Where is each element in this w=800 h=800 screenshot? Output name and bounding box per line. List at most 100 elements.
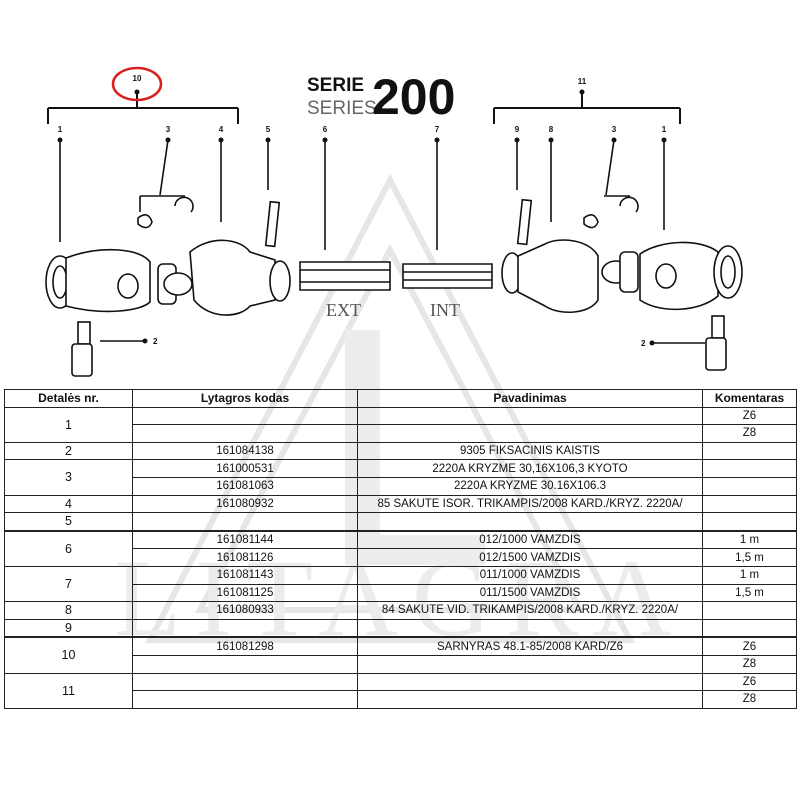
name-cell: 012/1500 VAMZDIS (357, 548, 703, 567)
callout-left-4: 4 (219, 125, 224, 134)
code-cell: 161084138 (132, 441, 358, 461)
code-cell: 161081125 (132, 583, 358, 603)
part-number-cell: 11 (4, 672, 133, 709)
code-cell (132, 512, 358, 532)
name-cell: 9305 FIKSACINIS KAISTIS (357, 441, 703, 461)
name-cell (357, 424, 703, 443)
part-number-cell: 3 (4, 459, 133, 496)
callout-right-2: 2 (641, 339, 646, 348)
inner-tube-drawing (402, 263, 493, 289)
code-cell (132, 690, 358, 709)
comment-cell (702, 476, 797, 496)
code-cell: 161080933 (132, 601, 358, 620)
highlight-circle (111, 66, 163, 102)
comment-cell: Z6 (702, 636, 797, 656)
table-header-row: Detalės nr. Lytagros kodas Pavadinimas K… (4, 389, 797, 408)
name-cell: 85 SAKUTE ISOR. TRIKAMPIS/2008 KARD./KRY… (357, 494, 703, 514)
code-cell (132, 424, 358, 443)
left-callouts (59, 139, 269, 342)
part-number-cell: 4 (4, 494, 133, 514)
comment-cell: Z8 (702, 690, 797, 709)
tube-ext-label: EXT (326, 300, 361, 320)
comment-cell: 1 m (702, 529, 797, 550)
right-assembly-bracket (493, 92, 681, 124)
callout-10: 10 (133, 74, 142, 83)
comment-cell (702, 512, 797, 532)
name-cell (357, 654, 703, 674)
name-cell: 2220A KRYZME 30.16X106.3 (357, 476, 703, 496)
table-row: Z8 (5, 424, 797, 443)
series-number: 200 (372, 69, 455, 125)
right-callouts (516, 139, 705, 344)
name-cell (357, 512, 703, 532)
comment-cell (702, 601, 797, 620)
name-cell: 011/1500 VAMZDIS (357, 583, 703, 603)
tube-int-label: INT (430, 300, 460, 320)
name-cell (357, 672, 703, 692)
center-callouts (324, 140, 438, 250)
callout-right-8: 8 (549, 125, 554, 134)
code-cell: 161000531 (132, 459, 358, 478)
name-cell: 011/1000 VAMZDIS (357, 565, 703, 585)
part-number-cell: 10 (4, 636, 133, 674)
part-number-cell: 1 (4, 406, 133, 443)
name-cell: 2220A KRYZME 30,16X106,3 KYOTO (357, 459, 703, 478)
name-cell (357, 690, 703, 709)
callout-right-9: 9 (515, 125, 520, 134)
name-cell (357, 618, 703, 638)
comment-cell: Z6 (702, 406, 797, 426)
callout-left-5: 5 (266, 125, 271, 134)
callout-left-3: 3 (166, 125, 171, 134)
table-row: 9 (4, 618, 797, 638)
callout-right-1: 1 (662, 125, 667, 134)
code-cell: 161081143 (132, 565, 358, 585)
code-cell: 161081126 (132, 548, 358, 567)
part-number-cell: 5 (4, 512, 133, 532)
comment-cell: 1,5 m (702, 548, 797, 567)
comment-cell: 1,5 m (702, 583, 797, 603)
series-label: SERIES (307, 98, 377, 119)
table-row: Z8 (5, 654, 797, 674)
left-yoke-assembly-drawing (45, 195, 291, 377)
parts-table: Detalės nr. Lytagros kodas Pavadinimas K… (4, 389, 797, 709)
callout-right-3: 3 (612, 125, 617, 134)
series-header: SERIE SERIES 200 (307, 69, 455, 125)
exploded-parts-diagram: SERIE SERIES 200 10 1 3 4 5 2 (45, 66, 743, 377)
comment-cell (702, 441, 797, 461)
name-cell (357, 406, 703, 426)
table-row: Z8 (5, 690, 797, 709)
part-number-cell: 8 (4, 601, 133, 620)
code-cell (132, 672, 358, 692)
outer-tube-drawing (299, 261, 391, 291)
callout-6: 6 (323, 125, 328, 134)
right-yoke-assembly-drawing (501, 195, 743, 371)
comment-cell: Z8 (702, 424, 797, 443)
code-cell: 161081144 (132, 529, 358, 550)
comment-cell: Z6 (702, 672, 797, 692)
part-number-cell: 9 (4, 618, 133, 638)
name-cell: 84 SAKUTE VID. TRIKAMPIS/2008 KARD./KRYZ… (357, 601, 703, 620)
part-number-cell: 7 (4, 565, 133, 603)
comment-cell: Z8 (702, 654, 797, 674)
name-cell: 012/1000 VAMZDIS (357, 529, 703, 550)
code-cell: 161081063 (132, 476, 358, 496)
header-comment: Komentaras (702, 389, 797, 408)
comment-cell: 1 m (702, 565, 797, 585)
header-code: Lytagros kodas (132, 389, 358, 408)
left-assembly-bracket (47, 92, 239, 124)
header-part-number: Detalės nr. (4, 389, 133, 408)
callout-11: 11 (578, 77, 587, 86)
part-number-cell: 6 (4, 529, 133, 567)
comment-cell (702, 494, 797, 514)
serie-label: SERIE (307, 75, 364, 96)
